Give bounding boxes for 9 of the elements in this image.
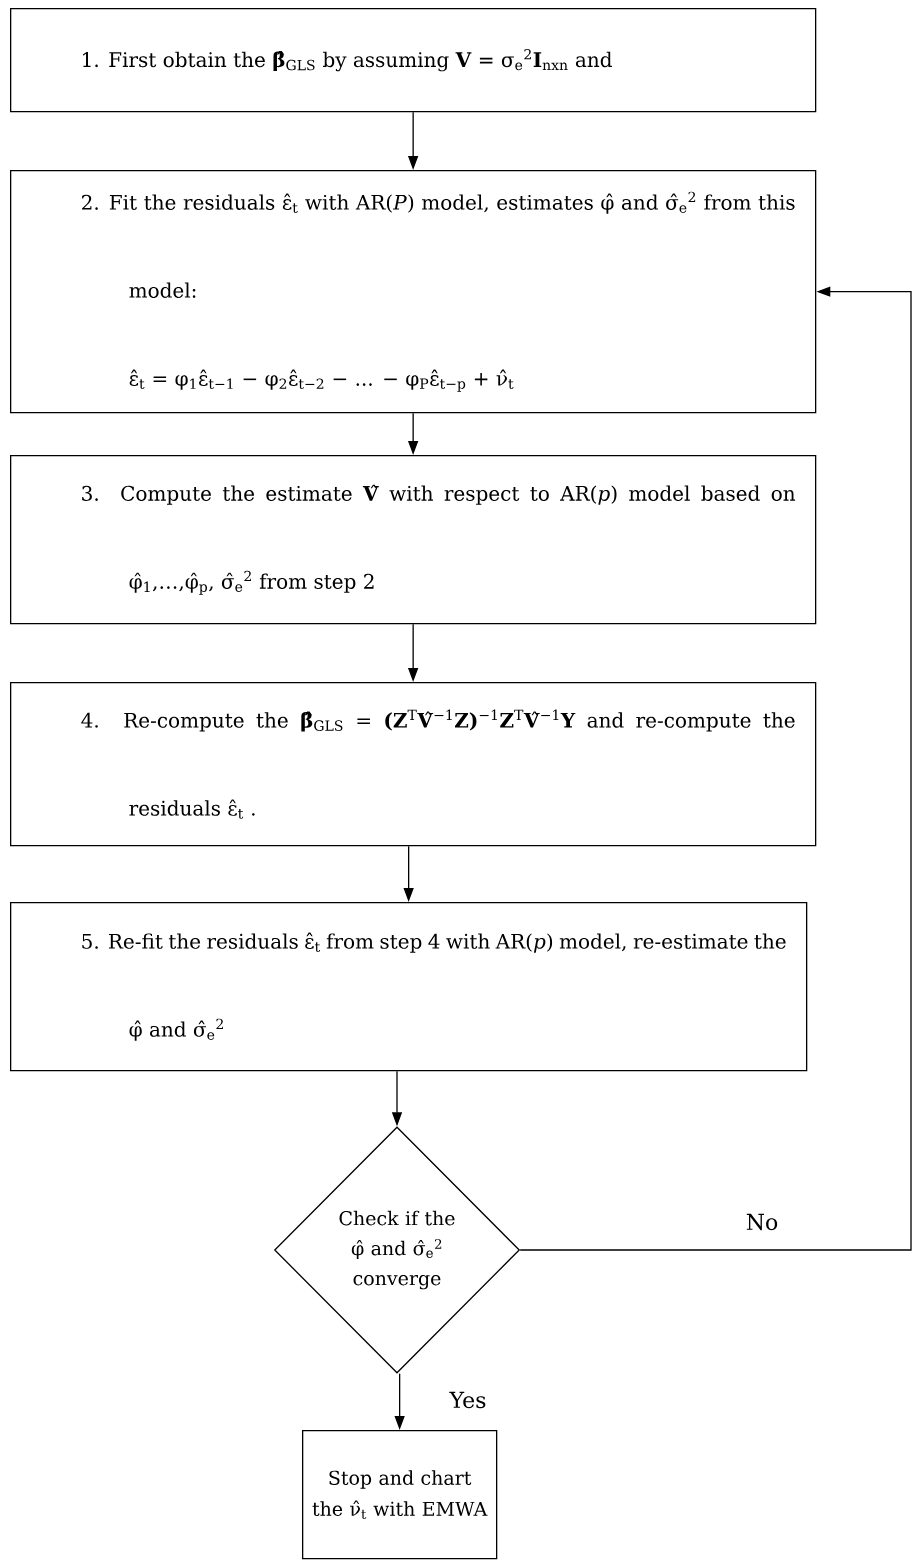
terminal-box: Stop and chart the ν̂$_{t}$ with EMWA <box>302 1430 498 1560</box>
process-box: 3. Compute the estimate V̂ with respect to AR(p) model based on φ̂$_{1}$,…,φ̂$_{p}$, σ̂$_{e}$$^{2}$ from step 2 <box>10 455 817 625</box>
process-box: 4. Re-compute the β̂$_{GLS}$ = (Z$^{T}$V̂$^{−1}$Z)$^{−1}$Z$^{T}$V̂$^{−1}$Y and re-compute the residuals ε̂$_{t}$ . <box>10 682 817 847</box>
process-box: 5. Re-fit the residuals ε̂$_{t}$ from step 4 with AR(p) model, re-estimate the φ̂ and σ̂$_{e}$2 <box>10 902 808 1072</box>
arrow <box>519 286 912 1251</box>
process-box: 1. First obtain the β̂$_{GLS}$ by assuming V = σ$_{e}$$^{2}$I$_{nxn}$ and <box>10 8 817 113</box>
process-box: 2. Fit the residuals ε̂$_{t}$ with AR(P) model, estimates φ̂ and σ̂$_{e}$$^{2}$ from this model: ε̂$_{t}$ = φ$_{1}$ε̂$_{t−1}$ − φ$_{2}$ε̂$_{t−2}$ − ... − φ$_{P}$ε̂$_{t−p}$ + ν̂$_{t}$ <box>10 170 817 414</box>
edge-label: Yes <box>447 1389 489 1411</box>
edge-label: No <box>743 1211 781 1233</box>
